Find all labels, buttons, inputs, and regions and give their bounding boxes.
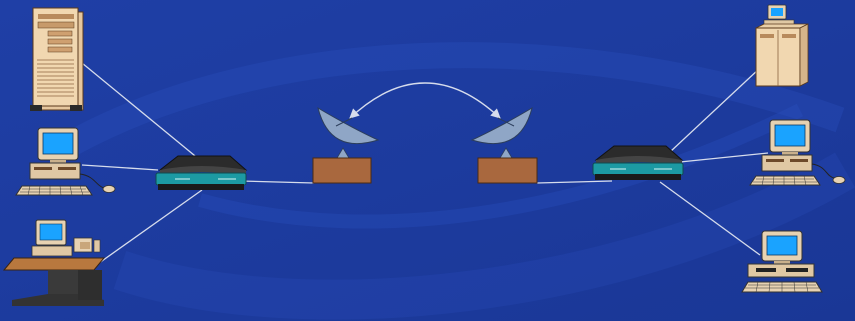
server-tower-icon <box>30 7 84 111</box>
wireless-link-arc <box>349 82 501 119</box>
link-left-router-dish <box>239 180 315 184</box>
desktop-computer-icon <box>15 127 116 196</box>
link-right-router-workstation <box>679 152 769 163</box>
link-left-server-router <box>81 62 201 161</box>
link-left-workstation-router <box>81 164 159 171</box>
background-swoosh <box>53 42 855 320</box>
router-icon <box>155 155 248 190</box>
link-right-router-server <box>669 67 761 153</box>
router-icon <box>592 145 684 180</box>
minicomputer-icon <box>755 4 809 87</box>
satellite-dish-icon <box>312 106 380 184</box>
desktop-computer-icon <box>741 230 823 293</box>
desktop-computer-icon <box>749 119 846 186</box>
desk-workstation-icon <box>2 219 106 306</box>
satellite-dish-icon <box>470 106 538 184</box>
link-right-router-computer <box>659 181 761 256</box>
connection-lines <box>81 62 769 269</box>
link-right-dish-router <box>536 180 613 184</box>
link-left-desk-router <box>91 189 203 269</box>
